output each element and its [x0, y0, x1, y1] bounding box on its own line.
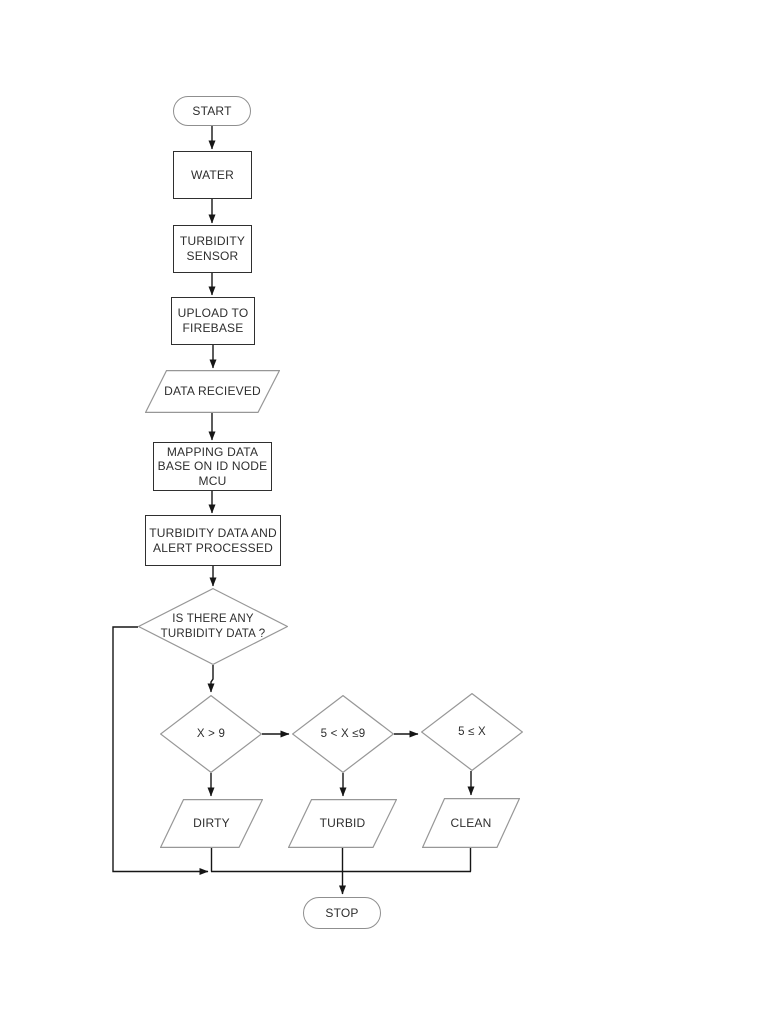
node-label-start: START [192, 103, 232, 118]
edge-question-loop [112, 626, 209, 875]
diamond-shape [160, 695, 262, 773]
edge-question-xgt9 [207, 665, 215, 693]
flow-node-5-le-x: 5 ≤ X [421, 693, 523, 771]
flow-node-5-lt-x-le-9: 5 < X ≤9 [292, 695, 394, 773]
node-label-mapping-data-base: MAPPING DATA BASE ON ID NODE MCU [157, 444, 268, 488]
diamond-shape [421, 693, 523, 771]
flow-node-dirty: DIRTY [160, 799, 263, 848]
parallelogram-shape [422, 798, 520, 848]
node-label-water: WATER [191, 167, 234, 182]
flow-node-mapping-data-base: MAPPING DATA BASE ON ID NODE MCU [153, 442, 272, 491]
flow-node-data-recieved: DATA RECIEVED [145, 370, 280, 413]
flow-node-turbid: TURBID [288, 799, 397, 848]
flow-node-is-there-any-turbidity-data: IS THERE ANY TURBIDITY DATA ? [138, 588, 288, 665]
flow-node-stop: STOP [303, 897, 381, 929]
node-label-dirty: DIRTY [193, 816, 230, 831]
flow-node-water: WATER [173, 151, 252, 199]
parallelogram-shape [145, 370, 280, 413]
node-label-turbid: TURBID [319, 816, 366, 831]
diamond-shape [292, 695, 394, 773]
node-label-turbidity-sensor: TURBIDITY SENSOR [179, 234, 246, 263]
node-label-5-lt-x-le-9: 5 < X ≤9 [320, 727, 366, 740]
flow-node-upload-to-firebase: UPLOAD TO FIREBASE [171, 297, 255, 345]
node-label-clean: CLEAN [450, 815, 492, 830]
node-label-turbidity-data-alert: TURBIDITY DATA AND ALERT PROCESSED [149, 525, 277, 555]
flow-node-turbidity-data-alert: TURBIDITY DATA AND ALERT PROCESSED [145, 515, 281, 566]
flow-node-start: START [173, 96, 251, 126]
node-label-stop: STOP [325, 905, 359, 920]
diamond-shape [138, 588, 288, 665]
node-label-x-gt-9: X > 9 [196, 727, 226, 740]
node-label-data-recieved: DATA RECIEVED [164, 384, 261, 399]
flow-node-x-gt-9: X > 9 [160, 695, 262, 773]
flow-node-turbidity-sensor: TURBIDITY SENSOR [173, 225, 252, 273]
node-label-5-le-x: 5 ≤ X [458, 725, 486, 738]
parallelogram-shape [160, 799, 263, 848]
parallelogram-shape [288, 799, 397, 848]
node-label-is-there-any-turbidity-data: IS THERE ANY TURBIDITY DATA ? [160, 613, 266, 640]
node-label-upload-to-firebase: UPLOAD TO FIREBASE [177, 306, 249, 335]
flow-node-clean: CLEAN [422, 798, 520, 848]
